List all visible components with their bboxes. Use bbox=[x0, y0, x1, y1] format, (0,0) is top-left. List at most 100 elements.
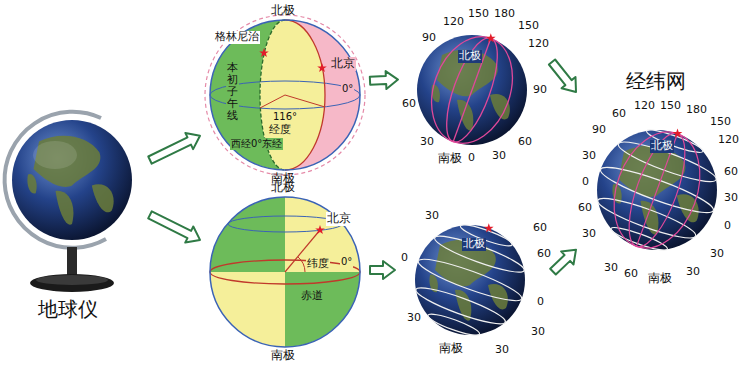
art-g bbox=[400, 212, 539, 348]
art-use bbox=[673, 129, 683, 138]
map-label: 北极 bbox=[462, 238, 486, 251]
map-label: 120 bbox=[718, 134, 739, 147]
art-circle bbox=[210, 197, 360, 347]
map-label: 60 bbox=[537, 248, 551, 261]
art-use bbox=[259, 48, 269, 57]
map-label: 北极 bbox=[650, 140, 674, 153]
art-g bbox=[599, 120, 715, 260]
map-label: 30 bbox=[492, 150, 506, 163]
art-ellipse bbox=[599, 120, 715, 260]
title-label: 经纬网 bbox=[626, 70, 686, 93]
map-label: 150 bbox=[468, 8, 489, 21]
art-g bbox=[417, 25, 526, 154]
map-label: 南极 bbox=[648, 272, 672, 286]
map-label: 北京 bbox=[330, 57, 356, 71]
art-circle bbox=[205, 15, 365, 175]
map-label: 0 bbox=[537, 296, 544, 309]
map-label: 30 bbox=[425, 210, 439, 223]
longitude-diagram: 北极格林尼治北京本初子午线116°经度0°西经0°东经南极 bbox=[200, 2, 370, 188]
map-label: 0 bbox=[468, 152, 475, 165]
art-line bbox=[285, 95, 325, 107]
art-circle bbox=[12, 120, 132, 240]
art-use bbox=[27, 136, 113, 225]
flow-arrow bbox=[370, 71, 398, 89]
map-label: 赤道 bbox=[300, 290, 324, 303]
map-label: 南极 bbox=[439, 342, 463, 356]
map-label: 150 bbox=[660, 100, 681, 113]
art-g bbox=[580, 113, 734, 267]
art-path bbox=[285, 20, 360, 170]
map-label: 90 bbox=[592, 124, 606, 137]
map-label: 北极 bbox=[458, 50, 482, 63]
flow-arrow bbox=[370, 261, 395, 279]
art-rect bbox=[67, 247, 77, 277]
art-line bbox=[636, 134, 677, 247]
latitude-globe: 北极 30 0 60 60 30 0 30 30 南极 bbox=[395, 192, 553, 365]
latitude-diagram: 北极北京纬度0°赤道南极 bbox=[200, 181, 370, 365]
flow-arrow bbox=[550, 250, 576, 275]
latitude-globe-art bbox=[400, 212, 539, 348]
map-label: 30 bbox=[604, 262, 618, 275]
map-label: 0 bbox=[582, 176, 589, 189]
map-label: 180 bbox=[494, 8, 515, 21]
map-label: 北京 bbox=[326, 212, 352, 226]
map-label: 120 bbox=[634, 100, 655, 113]
map-label: 30 bbox=[686, 266, 700, 279]
art-ellipse bbox=[415, 253, 525, 308]
art-use bbox=[317, 63, 327, 72]
map-label: 30 bbox=[407, 312, 421, 325]
latitude-diagram-art bbox=[210, 197, 360, 347]
map-label: 0° bbox=[340, 256, 353, 268]
map-label: 180 bbox=[686, 104, 707, 117]
map-label: 60 bbox=[578, 202, 592, 215]
map-label: 116° bbox=[272, 111, 298, 123]
map-label: 90 bbox=[422, 32, 436, 45]
art-path bbox=[298, 257, 305, 272]
map-label: 北极 bbox=[271, 181, 295, 195]
map-label: 西经0°东经 bbox=[230, 138, 283, 150]
art-ellipse bbox=[30, 274, 114, 292]
longitude-diagram-art bbox=[205, 15, 365, 175]
longitude-globe: 90120150180150120北极60903003060南极 bbox=[398, 4, 552, 172]
map-label: 30 bbox=[531, 326, 545, 339]
graticule-globe-art bbox=[580, 113, 734, 267]
map-label: 0 bbox=[401, 252, 408, 265]
art-line bbox=[260, 95, 285, 108]
map-label: 60 bbox=[402, 98, 416, 111]
map-label: 30 bbox=[420, 136, 434, 149]
map-label: 120 bbox=[528, 38, 549, 51]
art-path bbox=[285, 20, 325, 170]
map-label: 60 bbox=[612, 108, 626, 121]
art-use bbox=[484, 223, 494, 232]
map-label: 北极 bbox=[271, 4, 295, 18]
map-label: 纬度 bbox=[306, 258, 330, 271]
map-label: 30 bbox=[710, 248, 724, 261]
globe-on-stand-art bbox=[5, 112, 132, 292]
flow-arrow bbox=[148, 211, 200, 242]
flow-arrow bbox=[148, 133, 200, 164]
art-ellipse bbox=[33, 141, 77, 169]
flow-arrow bbox=[549, 60, 576, 93]
map-label: 经度 bbox=[268, 124, 292, 137]
art-ellipse bbox=[618, 127, 697, 253]
map-label: 120 bbox=[443, 16, 464, 29]
map-label: 0° bbox=[341, 83, 354, 95]
art-use bbox=[315, 225, 325, 234]
map-label: 30 bbox=[495, 344, 509, 357]
map-label: 南极 bbox=[438, 152, 462, 166]
art-circle bbox=[415, 225, 525, 335]
map-label: 0 bbox=[724, 220, 731, 233]
globe-on-stand: 地球仪 bbox=[5, 95, 150, 330]
map-label: 30 bbox=[724, 192, 738, 205]
map-label: 60 bbox=[533, 222, 547, 235]
map-label: 150 bbox=[518, 20, 539, 33]
map-label: 格林尼治 bbox=[214, 31, 260, 44]
map-label: 本初子午线 bbox=[226, 62, 239, 122]
map-label: 60 bbox=[724, 166, 738, 179]
art-g bbox=[581, 116, 733, 264]
longitude-globe-art bbox=[417, 25, 527, 154]
